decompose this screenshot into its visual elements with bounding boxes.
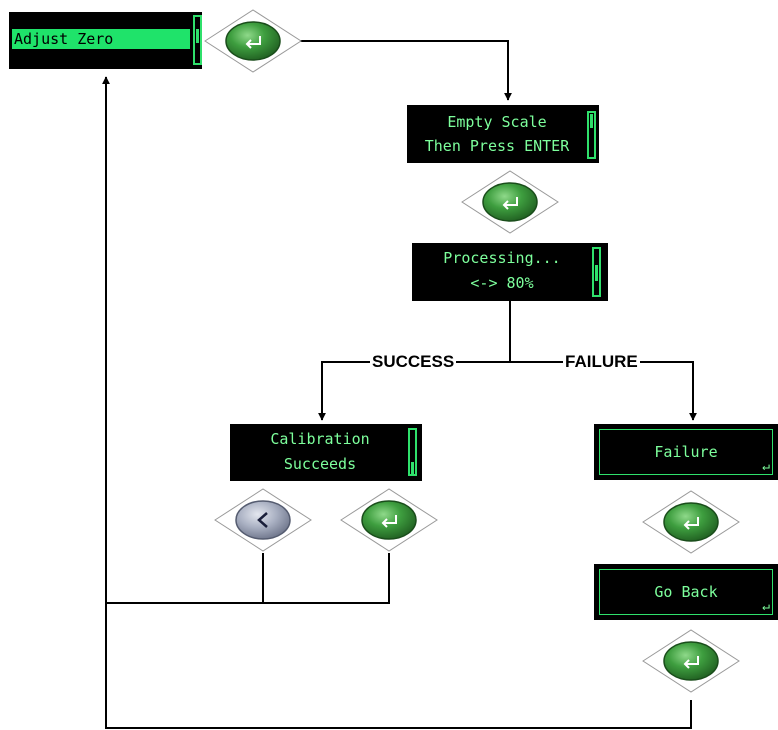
scrollbar [408,428,417,476]
enter-icon [683,656,699,669]
failure-text: Failure [654,443,718,461]
success-label: SUCCESS [370,352,457,372]
calibration-line2: Succeeds [283,455,357,473]
enter-key-top[interactable] [204,9,302,73]
enter-key-failure[interactable] [642,490,740,554]
connector-enter-key-return [106,553,390,604]
empty-scale-screen: Empty Scale Then Press ENTER [407,105,599,163]
back-icon [257,512,268,528]
processing-screen: Processing... <-> 80% [412,243,608,301]
failure-screen: Failure ↵ [594,424,778,480]
enter-key-success[interactable] [340,488,438,552]
enter-icon [502,197,518,210]
connector-adjust-to-empty [300,40,512,101]
go-back-screen: Go Back ↵ [594,564,778,620]
back-key-success[interactable] [214,488,312,552]
scrollbar [587,111,596,159]
enter-key-empty-scale[interactable] [461,170,559,234]
scroll-thumb [196,29,199,43]
enter-symbol-icon: ↵ [762,459,770,474]
enter-icon [381,515,397,528]
adjust-zero-text: Adjust Zero [14,30,114,48]
enter-symbol-icon: ↵ [762,599,770,614]
calibration-screen: Calibration Succeeds [230,424,422,481]
enter-icon [683,517,699,530]
scrollbar [193,15,202,65]
scrollbar [592,247,601,297]
adjust-zero-highlight-row: Adjust Zero [12,29,190,49]
enter-key-go-back[interactable] [642,629,740,693]
processing-line2: <-> 80% [470,274,534,292]
enter-icon [245,36,261,49]
empty-scale-line1: Empty Scale [447,113,547,131]
connectors [102,40,697,729]
empty-scale-line2: Then Press ENTER [424,137,570,155]
processing-line1: Processing... [443,249,561,267]
go-back-frame [599,569,773,615]
calibration-line1: Calibration [270,430,370,448]
scroll-thumb [411,462,414,476]
go-back-text: Go Back [654,583,718,601]
failure-label: FAILURE [563,352,640,372]
adjust-zero-screen: Adjust Zero [9,12,202,69]
scroll-thumb [590,114,593,128]
scroll-thumb [595,265,598,281]
connector-go-back-return [102,76,692,729]
failure-frame [599,429,773,475]
